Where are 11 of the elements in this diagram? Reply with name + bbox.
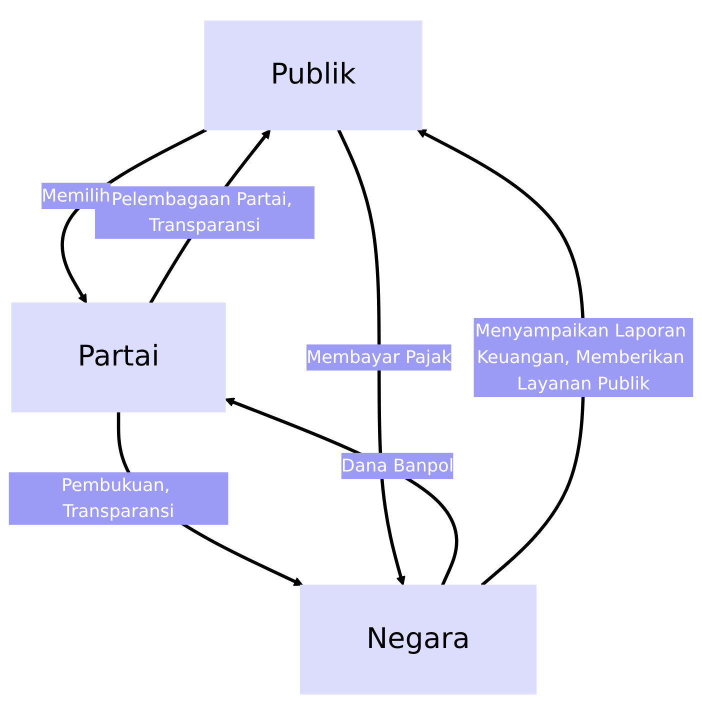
arrow xyxy=(337,129,406,586)
node-box xyxy=(300,584,536,694)
edge-label: Pelembagaan Partai, Transparansi xyxy=(112,188,292,236)
arrow xyxy=(224,398,458,586)
edge-label: Menyampaikan Laporan Keuangan, Memberikan Layanan Publik xyxy=(475,320,686,394)
edge-label: Memilih xyxy=(42,184,110,206)
edge-label: Membayar Pajak xyxy=(306,346,452,368)
node-box xyxy=(204,20,422,130)
edge-label: Pembukuan, Transparansi xyxy=(62,474,174,522)
node-box xyxy=(11,302,226,412)
edge-label: Dana Banpol xyxy=(341,455,454,476)
